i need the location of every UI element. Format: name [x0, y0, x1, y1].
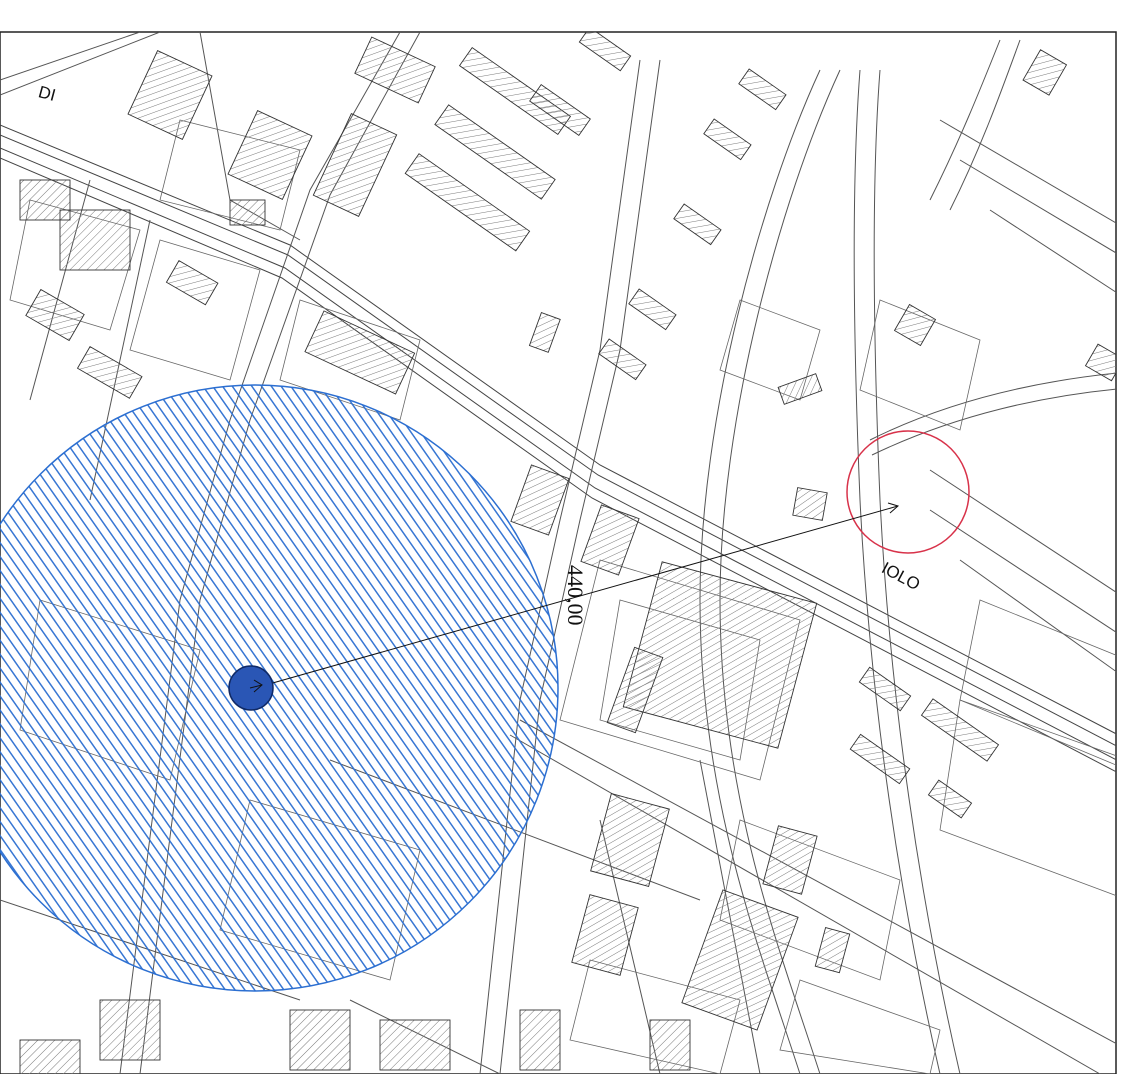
street-label-di: DI [36, 82, 57, 105]
buildings [19, 32, 1116, 1074]
target-circle-icon [846, 430, 970, 554]
map-content: DI IOLO 440,00 [0, 32, 1116, 1074]
buffer-zone [0, 384, 559, 992]
railway [0, 124, 1116, 773]
distance-line [254, 502, 900, 689]
distance-label: 440,00 [563, 565, 588, 626]
